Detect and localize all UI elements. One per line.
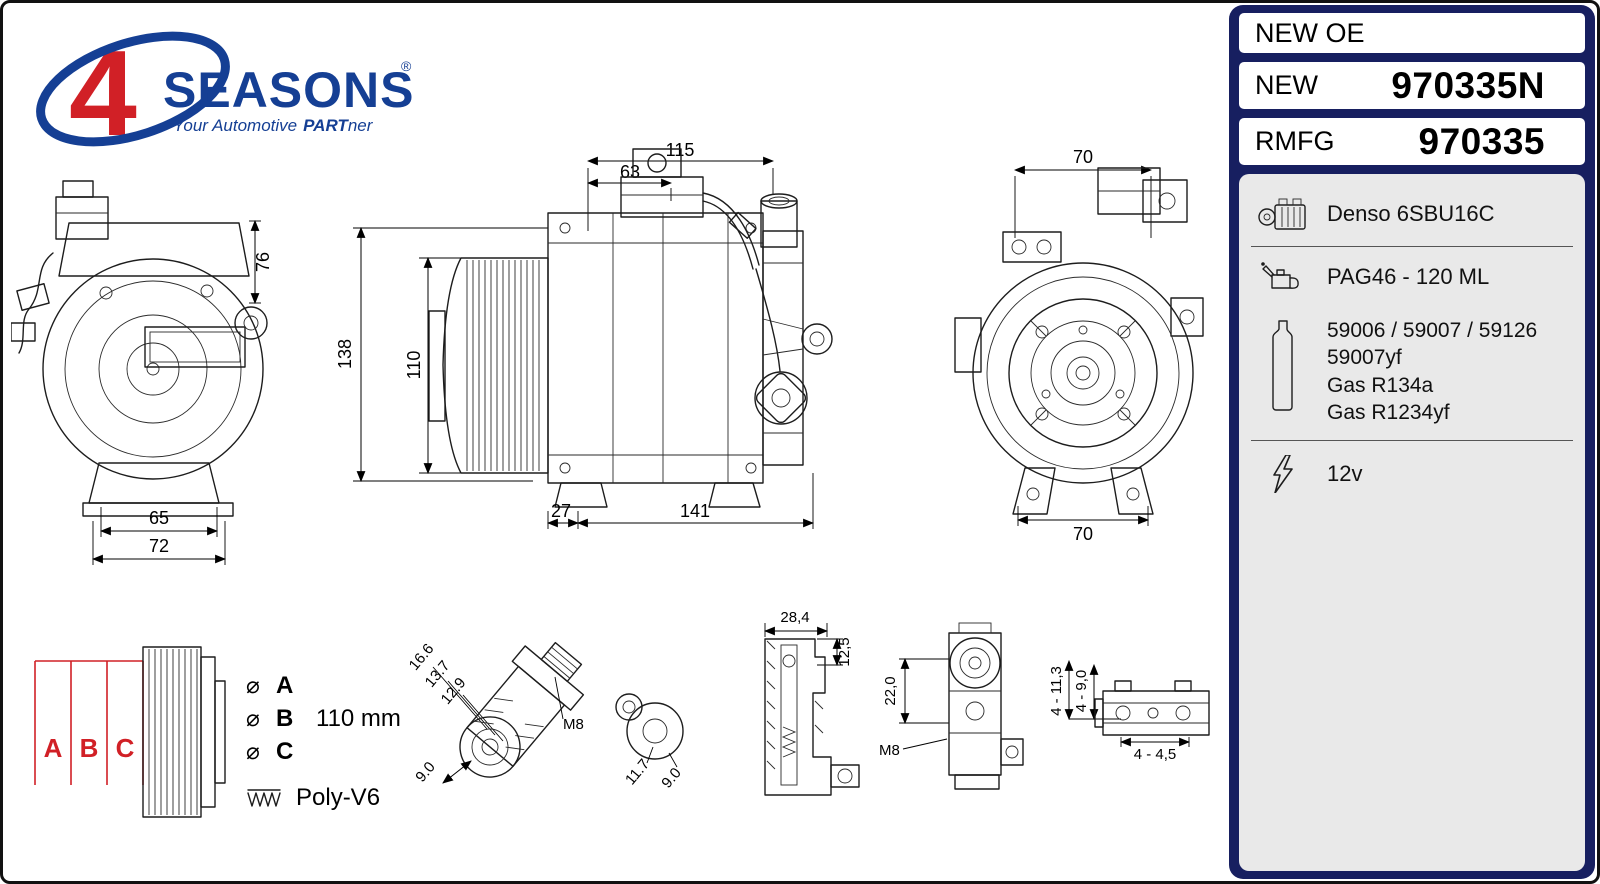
elbow-fitting-drawing: 16.6 13.7 12.9 (395, 615, 620, 820)
new-label: NEW (1255, 70, 1318, 100)
dim-label-27: 27 (551, 501, 571, 521)
spec-row-voltage: 12v (1239, 443, 1585, 505)
thread-label-m8-valve: M8 (879, 742, 900, 759)
dim-label-70-bottom: 70 (1073, 524, 1093, 544)
port-flange-drawing: 11.7 9.0 (603, 683, 718, 803)
part-number-row-rmfg: RMFG 970335 (1239, 118, 1585, 165)
dim-label-11-7: 11.7 (622, 756, 653, 788)
pulley-side-ribs (148, 649, 198, 815)
logo-tagline-post: ner (348, 116, 374, 135)
oil-spec: PAG46 - 120 ML (1327, 264, 1490, 289)
dim-label-4-11-3: 4 - 11,3 (1048, 666, 1065, 716)
control-valve-drawing: 22,0 M8 (871, 621, 1026, 806)
legend-letter-c: C (276, 737, 294, 765)
compressor-model: Denso 6SBU16C (1327, 201, 1495, 226)
gas-type-2: Gas R1234yf (1327, 400, 1450, 424)
product-info-sidebar: NEW OE NEW 970335N RMFG 970335 (1229, 5, 1595, 879)
pulley-zone-c-label: C (116, 733, 135, 763)
pulley-zone-a-label: A (44, 733, 63, 763)
pulley-diameter-value: 110 mm (316, 704, 401, 732)
dim-label-12-5: 12,5 (836, 637, 853, 666)
logo-swoosh-ellipse (36, 31, 230, 147)
legend-row-a: ⌀ A (246, 669, 401, 702)
lightning-icon (1253, 455, 1313, 494)
pulley-zone-b-label: B (80, 733, 99, 763)
oil-bottle-icon (1253, 317, 1313, 413)
valve-cross-section-drawing: 28,4 12,5 (755, 609, 870, 819)
new-part-number: 970335N (1391, 64, 1545, 106)
legend-letter-b: B (276, 704, 294, 732)
dim-label-4-4-5: 4 - 4,5 (1134, 746, 1177, 763)
panel-divider (1251, 246, 1573, 247)
dim-label-115: 115 (666, 143, 695, 160)
spec-row-oil: PAG46 - 120 ML (1239, 249, 1585, 305)
oil-can-icon (1253, 261, 1313, 293)
spec-row-gas: 59006 / 59007 / 59126 59007yf Gas R134a … (1239, 305, 1585, 438)
dim-label-4-9-0: 4 - 9,0 (1073, 670, 1090, 713)
dim-label-9-0: 9.0 (412, 759, 438, 786)
belt-type-label: Poly-V6 (296, 784, 381, 811)
manifold-drawing: 4 - 11,3 4 - 9,0 4 - 4,5 (1041, 641, 1221, 781)
legend-row-c: ⌀ C (246, 735, 401, 768)
legend-letter-a: A (276, 671, 294, 699)
gas-type-1: Gas R134a (1327, 373, 1434, 397)
dim-label-28-4: 28,4 (780, 609, 809, 626)
pulley-diameter-legend: ⌀ A ⌀ B 110 mm ⌀ C Poly-V6 (246, 669, 401, 812)
dim-label-110: 110 (404, 351, 424, 380)
rmfg-part-number: 970335 (1418, 120, 1545, 162)
dim-label-138: 138 (335, 339, 355, 369)
compressor-icon (1253, 196, 1313, 232)
compressor-side-view-drawing: 76 65 72 (10, 161, 361, 581)
spec-panel: Denso 6SBU16C PAG46 - 120 ML (1239, 174, 1585, 871)
pulley-ribs (466, 260, 540, 471)
pulley-profile-drawing: A B C (23, 635, 248, 835)
section-hatching (766, 640, 824, 770)
compressor-main-view-drawing: 115 63 138 110 (333, 140, 853, 543)
part-number-row-new: NEW 970335N (1239, 62, 1585, 109)
dim-label-76: 76 (253, 252, 273, 272)
logo-wordmark: SEASONS (163, 62, 415, 118)
dim-label-70-top: 70 (1073, 148, 1093, 167)
new-oe-label: NEW OE (1255, 17, 1365, 48)
condition-row-new-oe: NEW OE (1239, 13, 1585, 53)
dim-label-72: 72 (149, 536, 169, 556)
gas-spec-block: 59006 / 59007 / 59126 59007yf Gas R134a … (1327, 317, 1537, 426)
diameter-icon: ⌀ (246, 705, 260, 731)
elbow-body (459, 641, 585, 778)
spec-row-compressor: Denso 6SBU16C (1239, 184, 1585, 244)
dim-label-141: 141 (680, 501, 710, 521)
logo-tagline: Your Automotive PARTner (173, 116, 374, 135)
diameter-icon: ⌀ (246, 672, 260, 698)
logo-tagline-part: PART (303, 116, 349, 135)
compressor-front-view-drawing: 70 (943, 147, 1213, 558)
voltage-value: 12v (1327, 461, 1363, 487)
logo-registered-mark: ® (401, 58, 412, 74)
belt-type-row: Poly-V6 (246, 784, 401, 812)
dim-label-9-0-flange: 9.0 (658, 765, 684, 792)
legend-row-b: ⌀ B 110 mm (246, 702, 401, 735)
dim-label-65: 65 (149, 508, 169, 528)
panel-divider (1251, 440, 1573, 442)
dim-label-22-0: 22,0 (882, 676, 899, 705)
service-codes-1: 59006 / 59007 / 59126 (1327, 319, 1538, 342)
rmfg-label: RMFG (1255, 126, 1335, 156)
logo-tagline-pre: Your Automotive (173, 116, 297, 135)
belt-profile-icon (247, 789, 281, 807)
diameter-icon: ⌀ (246, 738, 260, 764)
service-codes-2: 59007yf (1327, 346, 1402, 370)
dim-label-63: 63 (620, 162, 640, 182)
thread-label-m8: M8 (563, 716, 584, 733)
